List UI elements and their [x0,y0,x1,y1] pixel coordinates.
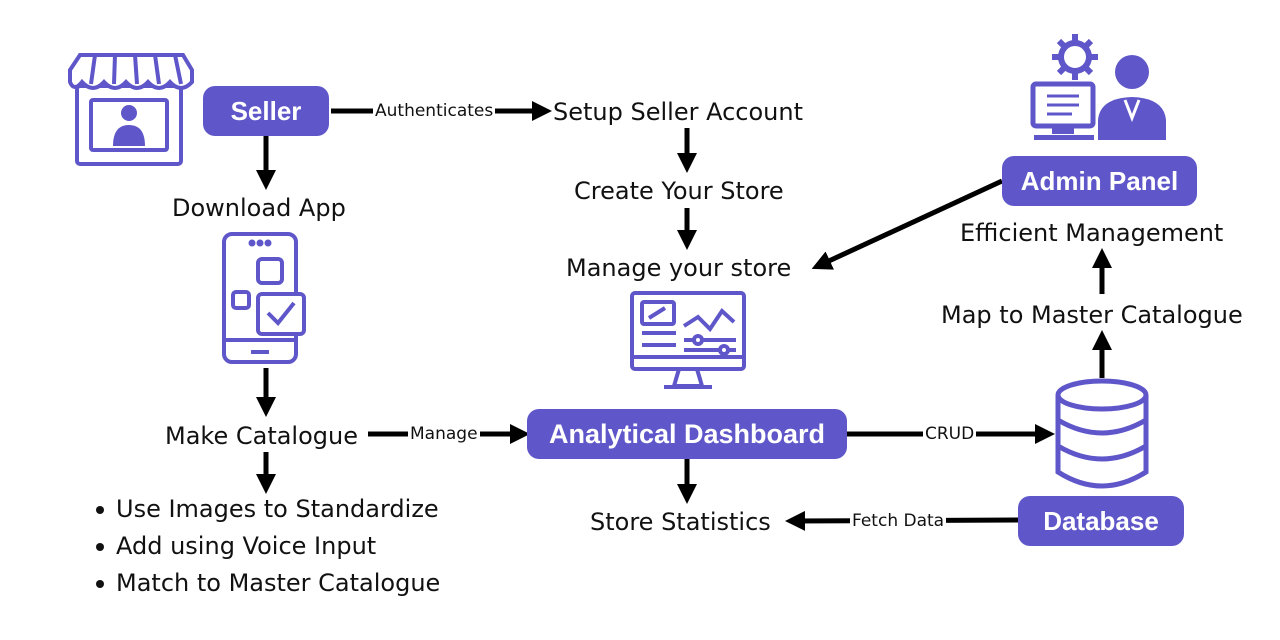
download-app-label: Download App [172,194,346,222]
list-item-text: Match to Master Catalogue [116,569,441,597]
crud-edge-label: CRUD [923,424,977,444]
storefront-icon [68,53,194,166]
efficient-management-label: Efficient Management [960,219,1224,247]
setup-seller-account-label: Setup Seller Account [553,98,803,126]
list-item: Add using Voice Input [92,532,440,569]
list-item-text: Add using Voice Input [116,532,377,560]
database-icon [1055,378,1149,489]
bullet-icon [96,543,104,551]
bullet-icon [96,580,104,588]
manage-your-store-label: Manage your store [566,254,792,282]
catalogue-feature-list: Use Images to Standardize Add using Voic… [92,495,440,606]
fetch-data-edge-label: Fetch Data [850,511,947,531]
manage-edge-label: Manage [408,424,480,444]
admin-user-icon [1030,34,1166,140]
authenticates-edge-label: Authenticates [373,101,496,121]
mobile-app-icon [222,232,306,364]
seller-node: Seller [203,86,329,136]
list-item: Use Images to Standardize [92,495,440,532]
list-item-text: Use Images to Standardize [116,495,439,523]
database-node: Database [1018,496,1184,546]
make-catalogue-label: Make Catalogue [165,422,358,450]
store-statistics-label: Store Statistics [590,508,771,536]
map-to-master-catalogue-label: Map to Master Catalogue [941,301,1243,329]
list-item: Match to Master Catalogue [92,569,440,606]
arrow-admin-to-manage [811,178,1004,270]
analytical-dashboard-node: Analytical Dashboard [527,409,847,459]
create-your-store-label: Create Your Store [574,177,784,205]
admin-panel-node: Admin Panel [1002,156,1197,206]
bullet-icon [96,506,104,514]
monitor-analytics-icon [630,291,746,389]
